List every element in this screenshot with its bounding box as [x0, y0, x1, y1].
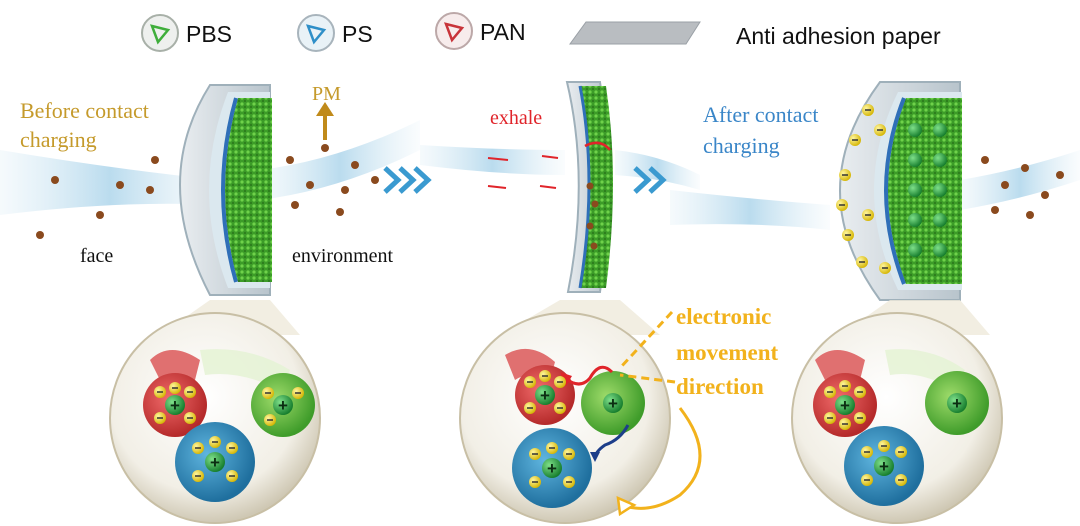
after-title-line1: After contact [703, 102, 818, 127]
anti-adhesion-paper-icon [569, 21, 701, 45]
annotation-leader-2 [619, 373, 676, 384]
annotation-line2: movement [676, 340, 779, 365]
svg-text:+: + [170, 396, 180, 415]
pm-particles-middle [586, 182, 599, 250]
pan-molecule-icon [443, 22, 465, 43]
before-title-line1: Before contact [20, 98, 149, 123]
legend-label-anti-adhesion-paper: Anti adhesion paper [736, 23, 941, 49]
charges-after: + + + [824, 380, 967, 486]
svg-text:+: + [278, 396, 288, 415]
legend-label-ps: PS [342, 21, 373, 47]
fiber-red-tail-before [150, 350, 200, 380]
shell-minus-charges-after [836, 104, 891, 274]
annotation-curve-arrow-icon [621, 407, 702, 510]
legend-item-ps: PS [297, 14, 373, 52]
legend: PBS PS PAN Anti adhesion paper [141, 12, 941, 52]
legend-label-pan: PAN [480, 19, 526, 45]
charges-middle: + + + [524, 370, 623, 488]
pm-arrow-up-icon [316, 102, 334, 116]
annotation-arrowhead-icon [616, 495, 637, 517]
pbs-badge-icon [141, 14, 179, 52]
ps-badge-icon [297, 14, 335, 52]
panel-after: After contact charging + + + [670, 81, 1080, 524]
airflow-right [260, 120, 420, 200]
exhale-curve-arrow-icon [584, 141, 611, 151]
svg-text:+: + [840, 396, 850, 415]
svg-text:+: + [540, 386, 550, 405]
chevron-right-icon [383, 166, 432, 194]
chevron-right-icon [633, 166, 667, 194]
green-plus-charges-after [908, 123, 947, 257]
charges-before: + + + [154, 382, 304, 482]
svg-text:+: + [952, 394, 962, 413]
panel-before: Before contact charging PM face environm… [0, 83, 420, 524]
legend-item-pan: PAN [435, 12, 526, 50]
mask-blue-edge-after [884, 97, 906, 285]
environment-label: environment [292, 245, 394, 267]
fiber-red-tail-after [815, 350, 865, 380]
legend-item-pbs: PBS [141, 14, 232, 52]
legend-item-anti-adhesion-paper: Anti adhesion paper [569, 21, 941, 49]
mask-blue-edge [221, 97, 238, 283]
exhale-arrows [487, 155, 559, 189]
svg-text:+: + [547, 459, 557, 478]
pm-particles-before [36, 144, 379, 239]
electron-arrow-red-icon [564, 365, 614, 386]
legend-label-pbs: PBS [186, 21, 232, 47]
pm-label: PM [312, 83, 341, 105]
mask-green-layer [225, 98, 272, 282]
after-title-line2: charging [703, 133, 780, 158]
ps-molecule-icon [305, 24, 327, 45]
pan-badge-icon [435, 12, 473, 50]
airflow-middle-left [420, 145, 565, 175]
airflow-left [0, 150, 220, 215]
face-label: face [80, 245, 113, 267]
svg-text:+: + [608, 394, 618, 413]
annotation-line3: direction [676, 374, 764, 399]
airflow-after-right [960, 150, 1080, 210]
annotation-line1: electronic [676, 304, 771, 329]
before-title-line2: charging [20, 127, 97, 152]
exhale-label: exhale [490, 107, 542, 129]
panel-middle: exhale + + + [420, 81, 779, 524]
svg-text:+: + [210, 453, 220, 472]
mask-green-layer-after [888, 98, 962, 284]
svg-text:+: + [879, 457, 889, 476]
airflow-after-left [670, 190, 830, 230]
pm-particles-after [981, 156, 1064, 219]
pbs-molecule-icon [149, 24, 171, 45]
airflow-middle-right [615, 150, 700, 190]
